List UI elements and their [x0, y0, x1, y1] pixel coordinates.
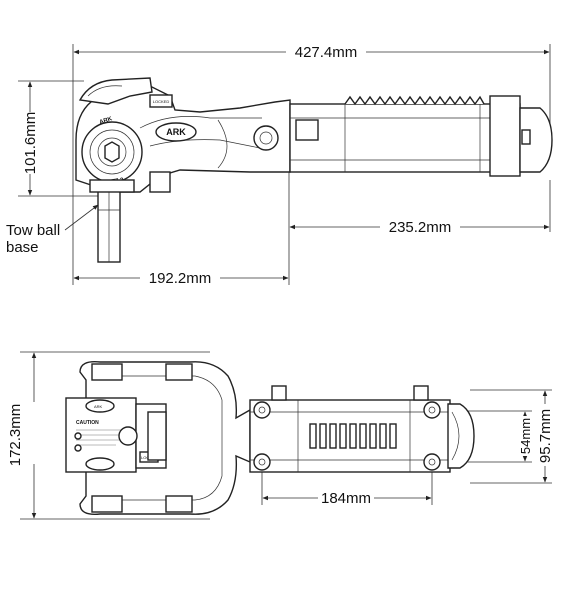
mount-hole	[253, 401, 271, 419]
pivot-bolt	[253, 125, 279, 151]
width-label: 172.3mm	[7, 404, 24, 467]
svg-text:ARK: ARK	[94, 404, 103, 409]
height-label: 101.6mm	[22, 112, 39, 175]
end-cap	[519, 107, 553, 173]
locked-tag	[149, 94, 173, 108]
overall-length-label: 427.4mm	[295, 44, 358, 61]
svg-text:ARK: ARK	[99, 116, 114, 126]
mount-hole	[423, 453, 441, 471]
side-view: 427.4mm 101.6mm 235.2mm 192.2mm Tow ball…	[6, 43, 553, 287]
svg-text:LOCKED: LOCKED	[153, 99, 170, 104]
mount-hole	[253, 453, 271, 471]
svg-text:CAUTION: CAUTION	[76, 420, 99, 426]
serrated-top	[344, 95, 485, 106]
plan-view: 172.3mm 184mm 54mm 95.7mm CAUTION ARK	[7, 351, 554, 520]
body-length-label: 235.2mm	[389, 219, 452, 236]
hole-spacing-label: 54mm	[518, 418, 533, 454]
tow-ball-base-label-2: base	[6, 239, 39, 256]
brand-badge	[155, 122, 197, 142]
end-width-label: 95.7mm	[537, 409, 554, 463]
tow-ball-base-label: Tow ball	[6, 222, 60, 239]
base-length-label: 192.2mm	[149, 270, 212, 287]
damper-body	[289, 103, 521, 173]
end-cap-plan	[447, 403, 475, 469]
mount-hole	[423, 401, 441, 419]
svg-text:ARK: ARK	[166, 127, 186, 137]
mount-spacing-label: 184mm	[321, 490, 371, 507]
